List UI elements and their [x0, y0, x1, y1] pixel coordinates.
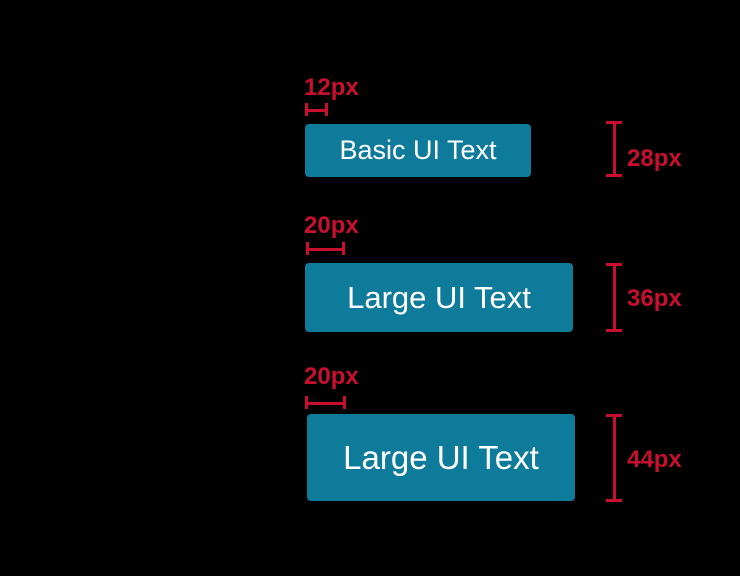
button-label: Large UI Text — [347, 280, 531, 315]
padding-measurement-label: 12px — [304, 74, 359, 101]
height-measurement-label: 44px — [627, 446, 682, 473]
ibeam-line — [612, 414, 616, 502]
padding-measurement-label: 20px — [304, 363, 359, 390]
padding-measurement-label: 20px — [304, 212, 359, 239]
bracket-line — [306, 247, 345, 251]
height-measurement-label: 36px — [627, 285, 682, 312]
ibeam-bottom-cap — [606, 329, 622, 332]
bracket-right-tick — [325, 103, 328, 116]
ibeam-bottom-cap — [606, 174, 622, 177]
height-measurement-label: 28px — [627, 145, 682, 172]
height-measure-ibeam — [606, 263, 622, 332]
large-ui-text-button[interactable]: Large UI Text — [307, 414, 575, 501]
bracket-right-tick — [343, 396, 346, 409]
height-measure-ibeam — [606, 121, 622, 177]
bracket-right-tick — [342, 242, 345, 255]
button-label: Basic UI Text — [339, 135, 497, 165]
bracket-line — [305, 108, 328, 112]
height-measure-ibeam — [606, 414, 622, 502]
padding-measure-bracket — [305, 396, 346, 409]
basic-ui-text-button[interactable]: Basic UI Text — [305, 124, 531, 177]
ibeam-line — [612, 121, 616, 177]
ibeam-line — [612, 263, 616, 332]
bracket-line — [305, 401, 346, 405]
padding-measure-bracket — [305, 103, 328, 116]
ibeam-bottom-cap — [606, 499, 622, 502]
button-label: Large UI Text — [343, 439, 539, 476]
padding-measure-bracket — [306, 242, 345, 255]
large-ui-text-button[interactable]: Large UI Text — [305, 263, 573, 332]
